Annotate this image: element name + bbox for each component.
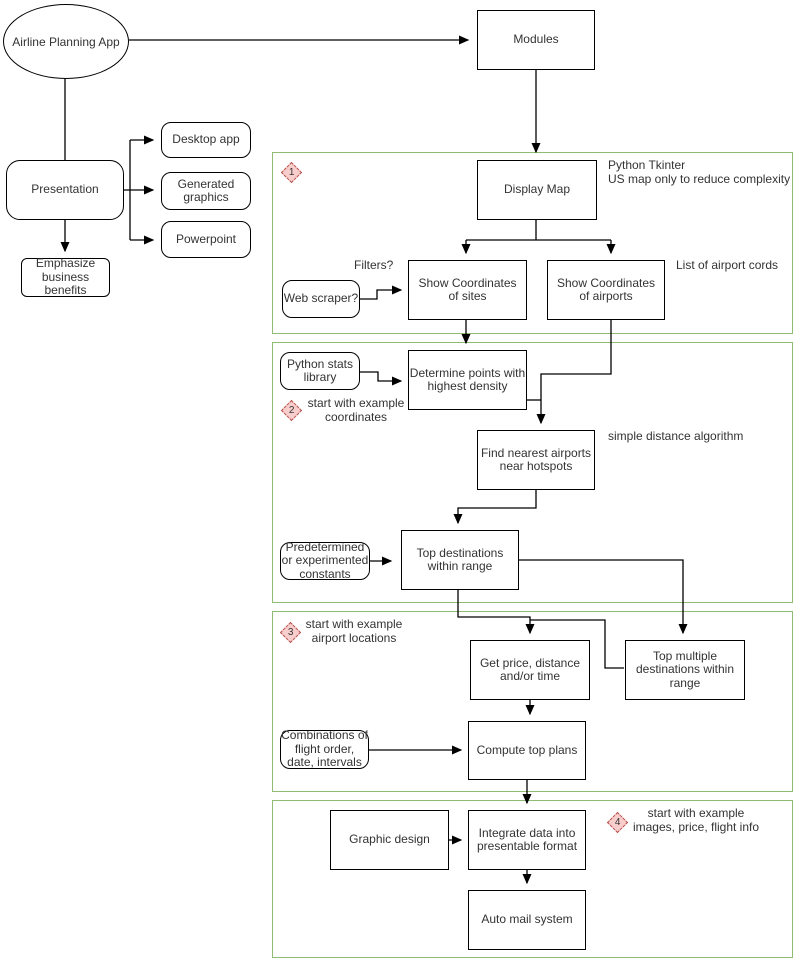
node-top-destinations: Top destinations within range xyxy=(401,530,519,590)
node-show-coordinates-sites: Show Coordinates of sites xyxy=(408,260,527,320)
node-auto-mail-system: Auto mail system xyxy=(468,890,586,950)
node-find-nearest-airports: Find nearest airports near hotspots xyxy=(477,430,595,490)
annotation-step2-note: start with example coordinates xyxy=(307,396,405,424)
node-display-map: Display Map xyxy=(477,160,597,220)
node-predetermined-constants: Predetermined or experimented constants xyxy=(280,539,370,581)
annotation-step3-note: start with example airport locations xyxy=(305,617,403,645)
node-modules: Modules xyxy=(477,10,595,70)
connector-displaymap-split xyxy=(466,220,611,241)
annotation-step4-note: start with example images, price, flight… xyxy=(632,806,760,834)
node-combinations: Combinations of flight order, date, inte… xyxy=(280,728,369,770)
connector-pythonstats-to-determine xyxy=(360,371,403,386)
phase-3-section xyxy=(272,611,793,792)
node-airline-planning-app: Airline Planning App xyxy=(3,4,129,79)
node-desktop-app: Desktop app xyxy=(161,122,251,158)
connector-presentation-branch xyxy=(124,140,131,240)
node-top-multiple-destinations: Top multiple destinations within range xyxy=(625,640,745,700)
node-show-coordinates-airports: Show Coordinates of airports xyxy=(547,260,665,320)
phase-2-section xyxy=(272,342,793,603)
connector-branch-to-topmultiple-left xyxy=(530,619,624,669)
annotation-python-tkinter: Python Tkinter US map only to reduce com… xyxy=(608,158,791,186)
node-integrate-data: Integrate data into presentable format xyxy=(468,810,586,870)
connector-topdest-to-topmultiple-top xyxy=(519,559,688,635)
annotation-airport-cords: List of airport cords xyxy=(676,258,779,272)
connector-topdest-to-getprice xyxy=(457,590,535,635)
node-generated-graphics: Generated graphics xyxy=(161,172,251,210)
node-compute-top-plans: Compute top plans xyxy=(468,721,586,780)
step-2-number: 2 xyxy=(288,405,295,416)
node-powerpoint: Powerpoint xyxy=(161,221,251,258)
connector-airports-to-findnearest xyxy=(536,320,612,425)
phase-4-section xyxy=(272,800,793,958)
step-3-number: 3 xyxy=(287,627,294,638)
connector-findnearest-to-topdest xyxy=(453,490,537,525)
step-4-number: 4 xyxy=(614,817,621,828)
annotation-distance-algorithm: simple distance algorithm xyxy=(608,429,744,443)
node-emphasize-benefits: Emphasize business benefits xyxy=(21,257,110,297)
node-presentation: Presentation xyxy=(6,160,124,220)
step-1-number: 1 xyxy=(288,167,295,178)
node-get-price-distance: Get price, distance and/or time xyxy=(470,640,590,700)
node-web-scraper: Web scraper? xyxy=(282,280,360,318)
annotation-filters: Filters? xyxy=(354,258,394,272)
node-determine-points: Determine points with highest density xyxy=(408,350,527,410)
node-graphic-design: Graphic design xyxy=(330,810,449,870)
node-python-stats-library: Python stats library xyxy=(280,352,360,390)
connector-webscraper-to-sites xyxy=(360,285,403,300)
